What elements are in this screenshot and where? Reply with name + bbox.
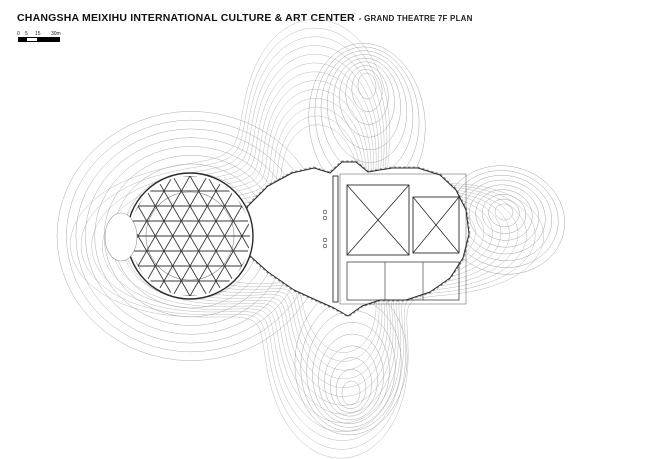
scale-bar-segment [37, 38, 59, 41]
scale-bar-segment [19, 38, 27, 41]
scale-bar-labels: 0 5 15 30m [17, 31, 70, 37]
drawing-subtitle: - GRAND THEATRE 7F PLAN [358, 14, 473, 23]
scale-label: 5 [25, 31, 28, 37]
theatre-hall-plan [234, 160, 471, 318]
scale-bar-segments [18, 37, 60, 42]
drawing-title: CHANGSHA MEIXIHU INTERNATIONAL CULTURE &… [17, 12, 355, 24]
scale-label: 30m [51, 31, 61, 37]
scale-bar: 0 5 15 30m [17, 31, 70, 42]
scale-label: 15 [35, 31, 41, 37]
scale-bar-segment [27, 38, 37, 41]
auditorium-dome-lattice [104, 172, 254, 300]
drawing-title-block: CHANGSHA MEIXIHU INTERNATIONAL CULTURE &… [17, 8, 473, 26]
scale-label: 0 [17, 31, 20, 37]
